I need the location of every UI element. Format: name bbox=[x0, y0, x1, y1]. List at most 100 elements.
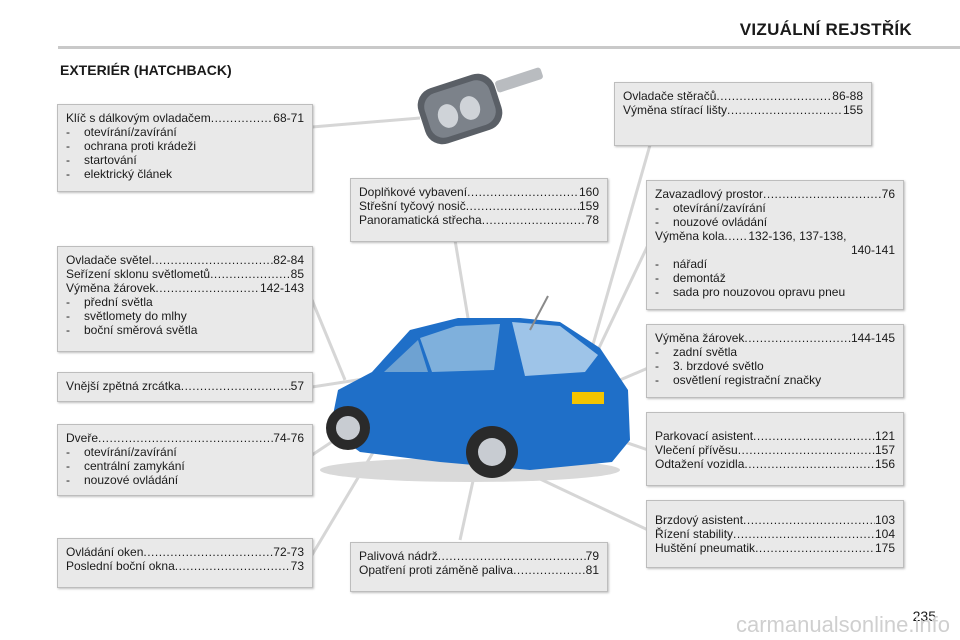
entry-label: Výměna stírací lišty bbox=[623, 103, 728, 117]
dot-leader bbox=[211, 111, 274, 125]
dot-leader bbox=[763, 187, 882, 201]
bullet-item: -centrální zamykání bbox=[66, 459, 304, 473]
bullet-dash: - bbox=[655, 257, 659, 271]
entry-label: Ovladače stěračů bbox=[623, 89, 717, 103]
dot-leader bbox=[727, 103, 843, 117]
bullet-dash: - bbox=[655, 345, 659, 359]
index-entry: Klíč s dálkovým ovladačem68-71 bbox=[66, 111, 304, 125]
mirror-box: Vnější zpětná zrcátka57 bbox=[57, 372, 313, 402]
bullet-text: otevírání/zavírání bbox=[673, 201, 766, 215]
bullet-dash: - bbox=[66, 153, 70, 167]
entry-label: Panoramatická střecha bbox=[359, 213, 482, 227]
bullet-dash: - bbox=[66, 125, 70, 139]
index-entry: Poslední boční okna73 bbox=[66, 559, 304, 573]
entry-page: 79 bbox=[585, 549, 599, 563]
entry-label: Parkovací asistent bbox=[655, 429, 754, 443]
index-entry: Střešní tyčový nosič159 bbox=[359, 199, 599, 213]
doors-box: Dveře74-76 -otevírání/zavírání-centrální … bbox=[57, 424, 313, 496]
index-entry: Opatření proti záměně paliva 81 bbox=[359, 563, 599, 577]
entry-label: Odtažení vozidla bbox=[655, 457, 745, 471]
entry-label: Brzdový asistent bbox=[655, 513, 744, 527]
bullet-item: -3. brzdové světlo bbox=[655, 359, 895, 373]
dot-leader bbox=[513, 563, 586, 577]
index-entry: Zavazadlový prostor76 bbox=[655, 187, 895, 201]
page-title: VIZUÁLNÍ REJSTŘÍK bbox=[739, 20, 912, 39]
entry-page: 72-73 bbox=[273, 545, 304, 559]
bullet-item: -osvětlení registrační značky bbox=[655, 373, 895, 387]
bullet-dash: - bbox=[66, 167, 70, 181]
key-box: Klíč s dálkovým ovladačem68-71-otevírání… bbox=[57, 104, 313, 192]
section-title: EXTERIÉR (HATCHBACK) bbox=[60, 62, 232, 78]
entry-label: Výměna žárovek bbox=[655, 331, 745, 345]
index-entry: Doplňkové vybavení160 bbox=[359, 185, 599, 199]
index-entry: Výměna žárovek142-143 bbox=[66, 281, 304, 295]
bullet-dash: - bbox=[66, 139, 70, 153]
bullet-text: 3. brzdové světlo bbox=[673, 359, 764, 373]
bullet-dash: - bbox=[655, 285, 659, 299]
equipment-box: Doplňkové vybavení160Střešní tyčový nosi… bbox=[350, 178, 608, 242]
entry-page: 157 bbox=[874, 443, 895, 457]
dot-leader bbox=[98, 431, 273, 445]
bullet-text: demontáž bbox=[673, 271, 726, 285]
bullet-item: -otevírání/zavírání bbox=[66, 125, 304, 139]
bullet-item: -nářadí bbox=[655, 257, 895, 271]
index-entry: Brzdový asistent103 bbox=[655, 513, 895, 527]
entry-label: Ovládání oken bbox=[66, 545, 144, 559]
bullet-text: sada pro nouzovou opravu pneu bbox=[673, 285, 846, 299]
dot-leader bbox=[716, 89, 832, 103]
entry-label: Doplňkové vybavení bbox=[359, 185, 468, 199]
entry-label: Seřízení sklonu světlometů bbox=[66, 267, 211, 281]
bullet-text: otevírání/zavírání bbox=[84, 445, 177, 459]
entry-page: 85 bbox=[290, 267, 304, 281]
dot-leader bbox=[744, 457, 875, 471]
entry-page: 81 bbox=[585, 563, 599, 577]
brake-box: Brzdový asistent103Řízení stability104Hu… bbox=[646, 500, 904, 568]
bullet-text: nouzové ovládání bbox=[84, 473, 179, 487]
dot-leader bbox=[466, 199, 579, 213]
entry-page: 82-84 bbox=[273, 253, 304, 267]
dot-leader bbox=[467, 185, 579, 199]
index-entry: Palivová nádrž 79 bbox=[359, 549, 599, 563]
bullet-dash: - bbox=[655, 215, 659, 229]
dot-leader bbox=[744, 331, 851, 345]
index-entry: Řízení stability104 bbox=[655, 527, 895, 541]
bullet-text: boční směrová světla bbox=[84, 323, 198, 337]
bullet-text: světlomety do mlhy bbox=[84, 309, 187, 323]
bullet-text: centrální zamykání bbox=[84, 459, 185, 473]
entry-page: 159 bbox=[578, 199, 599, 213]
dot-leader bbox=[181, 379, 291, 393]
entry-page: 142-143 bbox=[259, 281, 304, 295]
entry-page: 57 bbox=[290, 379, 304, 393]
index-entry: Výměna žárovek144-145 bbox=[655, 331, 895, 345]
entry-label: Ovladače světel bbox=[66, 253, 152, 267]
dot-leader bbox=[743, 513, 875, 527]
index-entry: Dveře74-76 bbox=[66, 431, 304, 445]
car-icon bbox=[320, 295, 630, 482]
entry-label: Klíč s dálkovým ovladačem bbox=[66, 111, 211, 125]
bullet-item: -nouzové ovládání bbox=[655, 215, 895, 229]
parking-box: Parkovací asistent121Vlečení přívěsu157O… bbox=[646, 412, 904, 486]
bullet-dash: - bbox=[655, 271, 659, 285]
index-entry: Panoramatická střecha78 bbox=[359, 213, 599, 227]
index-entry: Vlečení přívěsu 157 bbox=[655, 443, 895, 457]
dot-leader bbox=[175, 559, 291, 573]
bullet-item: -startování bbox=[66, 153, 304, 167]
bullet-text: nářadí bbox=[673, 257, 708, 271]
bullet-dash: - bbox=[66, 473, 70, 487]
entry-page: 175 bbox=[874, 541, 895, 555]
bullet-item: -nouzové ovládání bbox=[66, 473, 304, 487]
index-entry: Vnější zpětná zrcátka57 bbox=[66, 379, 304, 393]
entry-label: Vlečení přívěsu bbox=[655, 443, 738, 457]
header-divider bbox=[58, 46, 960, 49]
dot-leader bbox=[210, 267, 291, 281]
bullet-dash: - bbox=[66, 459, 70, 473]
bullet-text: osvětlení registrační značky bbox=[673, 373, 822, 387]
entry-label: Palivová nádrž bbox=[359, 549, 438, 563]
bullet-dash: - bbox=[655, 201, 659, 215]
index-entry: Výměna stírací lišty155 bbox=[623, 103, 863, 117]
bullet-item: -sada pro nouzovou opravu pneu bbox=[655, 285, 895, 299]
bullet-item: -světlomety do mlhy bbox=[66, 309, 304, 323]
entry-label: Opatření proti záměně paliva bbox=[359, 563, 514, 577]
